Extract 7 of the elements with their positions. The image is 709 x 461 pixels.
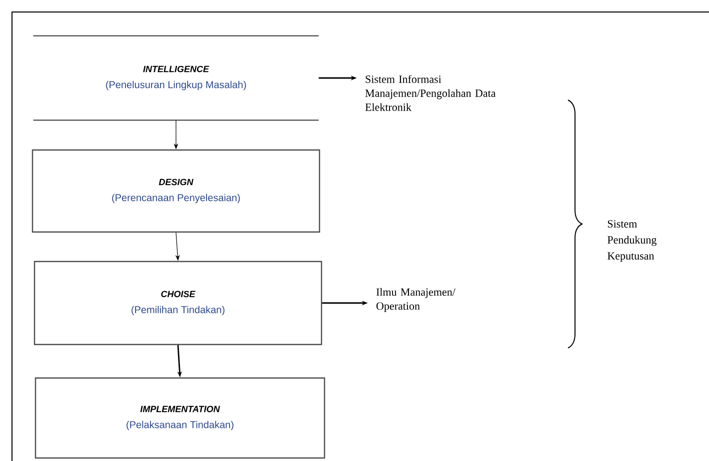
stage-box: DESIGN (Perencanaan Penyelesaian) xyxy=(32,149,320,233)
text-label: Sistem Pendukung Keputusan xyxy=(608,220,656,262)
stage-band: INTELLIGENCE (Penelusuran Lingkup Masalah) xyxy=(32,35,320,121)
text-label: Sistem Informasi Manajemen/Pengolahan Data Elektronik xyxy=(365,75,496,111)
text-label: Ilmu Manajemen/ Operation xyxy=(376,288,456,312)
stage-box: CHOISE (Pemilihan Tindakan) xyxy=(34,260,322,346)
stage-box: IMPLEMENTATION (Pelaksanaan Tindakan) xyxy=(34,377,326,459)
